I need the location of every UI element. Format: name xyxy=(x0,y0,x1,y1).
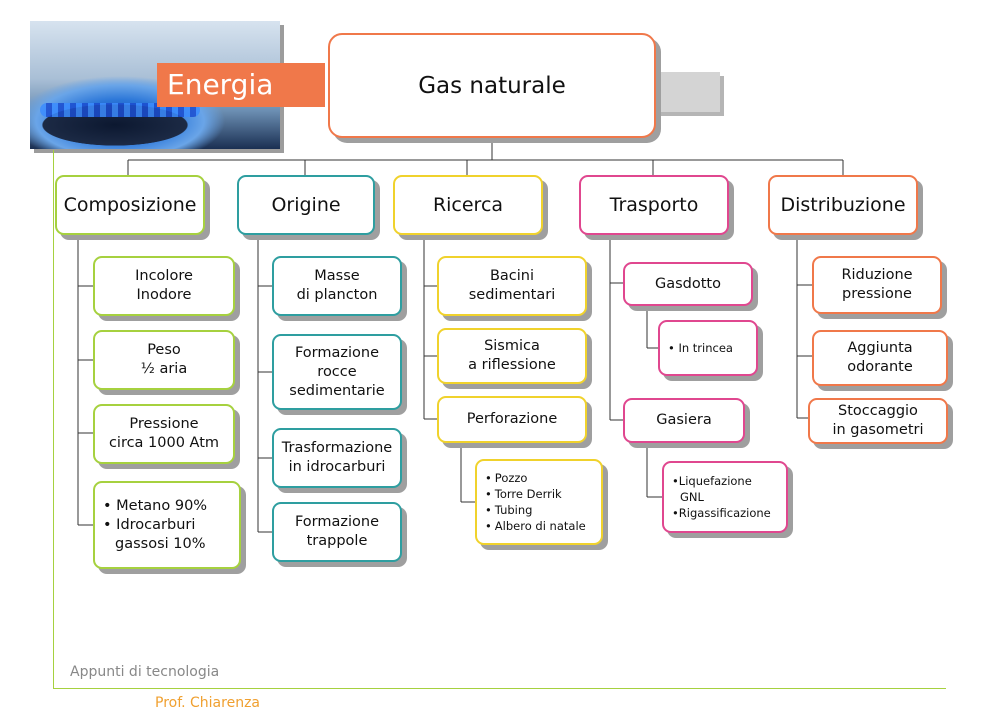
perforazione-item: Tubing xyxy=(485,502,586,518)
node-gasiera-details: •Liquefazione GNL •Rigassificazione xyxy=(662,461,788,533)
node-text: In trincea xyxy=(678,341,733,355)
node-line: Pressione xyxy=(129,416,199,432)
category-ricerca: Ricerca xyxy=(393,175,543,235)
node-line: •Liquefazione xyxy=(672,474,752,488)
node-aggiunta: Aggiunta odorante xyxy=(812,330,948,386)
node-line: •Rigassificazione xyxy=(672,506,771,520)
node-line: Gasdotto xyxy=(655,275,721,292)
node-gasdotto: Gasdotto xyxy=(623,262,753,306)
node-line: Formazione xyxy=(294,514,380,530)
node-text: Idrocarburi xyxy=(116,516,196,533)
node-riduzione: Riduzione pressione xyxy=(812,256,942,314)
category-trasporto: Trasporto xyxy=(579,175,729,235)
node-line: trappole xyxy=(306,533,368,549)
node-peso: Peso ½ aria xyxy=(93,330,235,390)
node-line: sedimentarie xyxy=(289,382,385,399)
node-masse-plancton: Masse di plancton xyxy=(272,256,402,316)
node-trincea: • In trincea xyxy=(658,320,758,376)
node-line: in idrocarburi xyxy=(288,459,386,475)
node-line: Riduzione xyxy=(841,267,913,283)
node-line: • Idrocarburi xyxy=(103,516,196,533)
category-label: Trasporto xyxy=(609,194,699,216)
node-line: Trasformazione xyxy=(281,440,393,456)
root-label: Gas naturale xyxy=(418,72,566,99)
node-perforazione-details: PozzoTorre DerrikTubingAlbero di natale xyxy=(475,459,603,545)
category-composizione: Composizione xyxy=(55,175,205,235)
node-line: Aggiunta xyxy=(847,340,913,356)
node-line: Inodore xyxy=(136,287,192,303)
root-node: Gas naturale xyxy=(328,33,656,138)
perforazione-item: Pozzo xyxy=(485,470,586,486)
node-line: Sismica xyxy=(484,338,540,354)
category-origine: Origine xyxy=(237,175,375,235)
footer-horizontal-rule xyxy=(53,688,946,689)
node-gasiera: Gasiera xyxy=(623,398,745,443)
node-text: Metano 90% xyxy=(116,497,208,514)
node-text: Rigassificazione xyxy=(678,506,771,520)
node-line: • Metano 90% xyxy=(103,497,208,514)
node-line: odorante xyxy=(847,359,913,375)
perforazione-item: Albero di natale xyxy=(485,518,586,534)
node-line: Peso xyxy=(147,342,181,358)
category-label: Origine xyxy=(271,194,341,216)
node-line: GNL xyxy=(680,490,704,504)
node-line: pressione xyxy=(842,286,912,302)
node-formazione-rocce: Formazione rocce sedimentarie xyxy=(272,334,402,410)
node-line: Incolore xyxy=(135,268,193,284)
node-metano: • Metano 90% • Idrocarburi gassosi 10% xyxy=(93,481,241,569)
node-line: • In trincea xyxy=(668,341,733,355)
node-sismica: Sismica a riflessione xyxy=(437,328,587,384)
node-line: di plancton xyxy=(296,287,378,303)
footer-appunti: Appunti di tecnologia xyxy=(70,664,220,680)
perforazione-list: PozzoTorre DerrikTubingAlbero di natale xyxy=(485,470,586,534)
node-line: Formazione xyxy=(294,344,380,361)
node-line: Masse xyxy=(314,268,360,284)
category-label: Composizione xyxy=(63,194,197,216)
footer-prof: Prof. Chiarenza xyxy=(155,695,260,711)
category-label: Distribuzione xyxy=(780,194,906,216)
node-line: circa 1000 Atm xyxy=(108,435,220,451)
energia-banner: Energia xyxy=(157,63,325,107)
node-stoccaggio: Stoccaggio in gasometri xyxy=(808,398,948,444)
node-line: rocce xyxy=(317,363,357,380)
node-pressione: Pressione circa 1000 Atm xyxy=(93,404,235,464)
node-line: gassosi 10% xyxy=(115,535,206,552)
footer-vertical-rule xyxy=(53,150,54,689)
node-text: Liquefazione xyxy=(678,474,752,488)
node-line: ½ aria xyxy=(140,361,188,377)
node-line: Perforazione xyxy=(466,411,558,427)
node-line: a riflessione xyxy=(468,357,556,373)
node-line: Gasiera xyxy=(656,412,712,428)
node-bacini: Bacini sedimentari xyxy=(437,256,587,316)
node-line: in gasometri xyxy=(832,422,924,438)
node-line: sedimentari xyxy=(468,287,556,303)
node-formazione-trappole: Formazione trappole xyxy=(272,502,402,562)
node-line: Bacini xyxy=(489,268,535,284)
node-trasformazione: Trasformazione in idrocarburi xyxy=(272,428,402,488)
category-distribuzione: Distribuzione xyxy=(768,175,918,235)
decorative-band xyxy=(650,72,720,112)
node-line: Stoccaggio xyxy=(838,403,918,419)
perforazione-item: Torre Derrik xyxy=(485,486,586,502)
node-perforazione: Perforazione xyxy=(437,396,587,443)
category-label: Ricerca xyxy=(432,194,504,216)
